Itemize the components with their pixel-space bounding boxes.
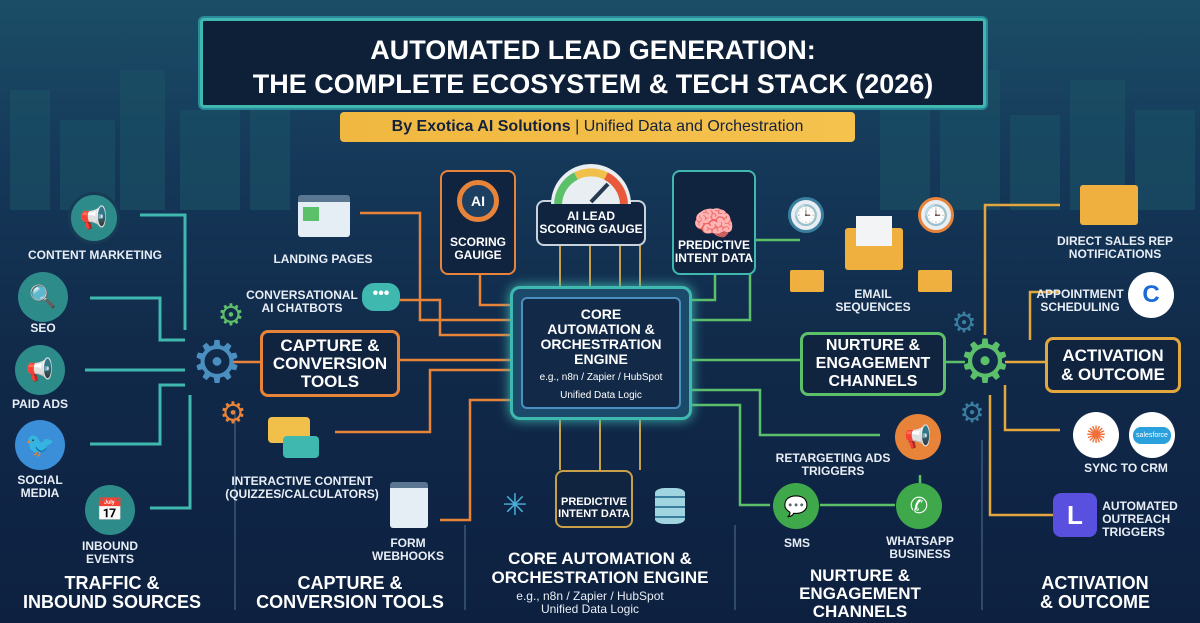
seo-label: SEO [30,321,56,335]
chip-title: ORCHESTRATION [540,336,662,352]
salesforce-icon: salesforce [1129,412,1175,458]
landing-pages-label: LANDING PAGES [273,252,373,266]
activation-section-title: ACTIVATION& OUTCOME [1040,573,1150,612]
chip-title: CORE [580,306,622,322]
sms-icon: 💬 [773,483,819,529]
sms-label: SMS [783,536,811,550]
landing-page-icon [298,195,350,237]
gauge-icon [551,164,631,204]
salesforce-logo-text: salesforce [1133,426,1171,444]
activation-outcome-box: ACTIVATION& OUTCOME [1045,337,1181,393]
title-line-2: THE COMPLETE ECOSYSTEM & TECH STACK (202… [252,69,934,99]
form-checklist-icon [390,482,428,528]
email-envelope-icon [845,216,903,270]
gear-icon: ⚙ [958,328,1012,395]
lemlist-icon: L [1053,493,1097,537]
core-engine-chip: CORE AUTOMATION & ORCHESTRATION ENGINE e… [510,286,692,420]
gear-icon: ⚙ [951,306,977,338]
gear-icon: ⚙ [217,298,245,332]
clock-icon: 🕒 [788,197,824,233]
hubspot-icon: ✺ [1073,412,1119,458]
envelope-icon [918,270,952,292]
clock-icon: 🕒 [918,197,954,233]
title-line-1: AUTOMATED LEAD GENERATION: [370,35,816,65]
chat-bubble-icon: ••• [362,283,400,311]
magnifier-icon: 🔍 [18,272,68,322]
gear-icon: ⚙ [219,396,247,430]
chat-bubbles-icon [283,436,319,458]
envelope-icon [790,270,824,292]
traffic-section-title: TRAFFIC &INBOUND SOURCES [22,573,202,612]
chip-subtitle: e.g., n8n / Zapier / HubSpot [539,372,663,383]
whatsapp-icon: ✆ [896,483,942,529]
paid-ads-label: PAID ADS [11,397,69,411]
sync-crm-label: SYNC TO CRM [1084,461,1168,475]
chip-title: ENGINE [574,351,628,367]
ai-gear-icon: AI [457,180,499,222]
calendly-icon: C [1128,272,1174,318]
gear-icon: ⚙ [191,330,243,395]
subtitle-brand: By Exotica AI Solutions [391,118,571,135]
twitter-bird-icon: 🐦 [15,420,65,470]
brain-icon: 🧠 [692,205,736,243]
subtitle-text: | Unified Data and Orchestration [570,118,804,135]
megaphone-icon: 📢 [15,345,65,395]
content-marketing-label: CONTENT MARKETING [28,248,162,262]
envelope-icon [1080,185,1138,225]
calendar-icon: 📅 [85,485,135,535]
chip-title: AUTOMATION & [547,321,655,337]
megaphone-icon: 📢 [68,192,120,244]
interactive-content-label: INTERACTIVE CONTENT(QUIZZES/CALCULATORS) [225,474,379,501]
skyline-background [0,60,1200,210]
gear-icon: ⚙ [959,396,985,428]
capture-section-title: CAPTURE &CONVERSION TOOLS [256,573,444,612]
title-banner: AUTOMATED LEAD GENERATION: THE COMPLETE … [200,18,986,108]
core-section-title: CORE AUTOMATION &ORCHESTRATION ENGINE [491,549,709,587]
megaphone-icon: 📢 [895,414,941,460]
chip-subtitle: Unified Data Logic [560,390,642,401]
subtitle-banner: By Exotica AI Solutions | Unified Data a… [340,112,855,142]
network-hub-icon: ✳ [502,488,528,522]
database-icon [655,488,685,524]
